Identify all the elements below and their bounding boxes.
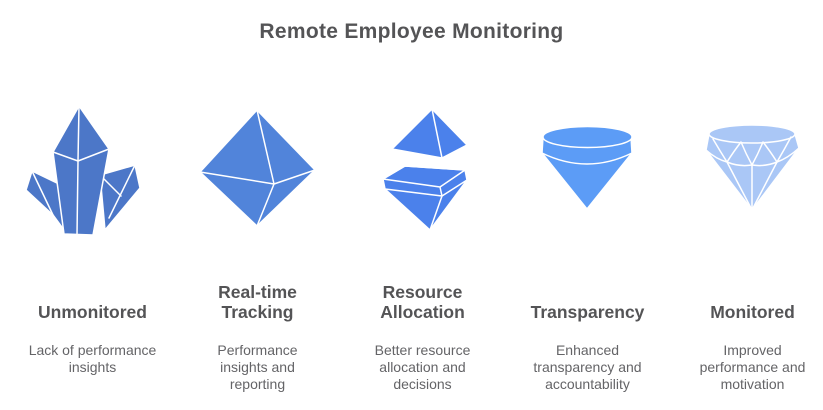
stages-row: Unmonitored Lack of performance insights… xyxy=(0,85,823,393)
brilliant-diamond-icon xyxy=(706,124,799,211)
stage-icon-area xyxy=(175,85,340,250)
stage-description: Lack of performance insights xyxy=(28,342,157,375)
stage-heading: Transparency xyxy=(530,302,645,322)
stage-description: Improved performance and motivation xyxy=(699,342,806,392)
stage-icon-area xyxy=(340,85,505,250)
page-title: Remote Employee Monitoring xyxy=(259,20,564,43)
stage-icon-area xyxy=(10,85,175,250)
stage-heading: Monitored xyxy=(710,302,795,322)
smooth-cone-diamond-icon xyxy=(541,125,633,210)
stage-column-unmonitored: Unmonitored Lack of performance insights xyxy=(10,85,175,393)
stage-column-resource-allocation: Resource Allocation Better resource allo… xyxy=(340,85,505,393)
rough-diamond-octahedron-icon xyxy=(198,108,316,227)
stage-description: Enhanced transparency and accountability xyxy=(533,342,642,392)
stage-heading: Unmonitored xyxy=(38,302,147,322)
stage-heading: Resource Allocation xyxy=(380,282,465,322)
stage-column-real-time-tracking: Real-time Tracking Performance insights … xyxy=(175,85,340,393)
split-diamond-icon xyxy=(382,108,468,230)
stage-column-monitored: Monitored Improved performance and motiv… xyxy=(670,85,823,393)
stage-description: Better resource allocation and decisions xyxy=(374,342,471,392)
stage-icon-area xyxy=(505,85,670,250)
stage-icon-area xyxy=(670,85,823,250)
stage-column-transparency: Transparency Enhanced transparency and a… xyxy=(505,85,670,393)
crystal-cluster-icon xyxy=(25,105,141,236)
stage-heading: Real-time Tracking xyxy=(218,282,297,322)
stage-description: Performance insights and reporting xyxy=(217,342,298,392)
